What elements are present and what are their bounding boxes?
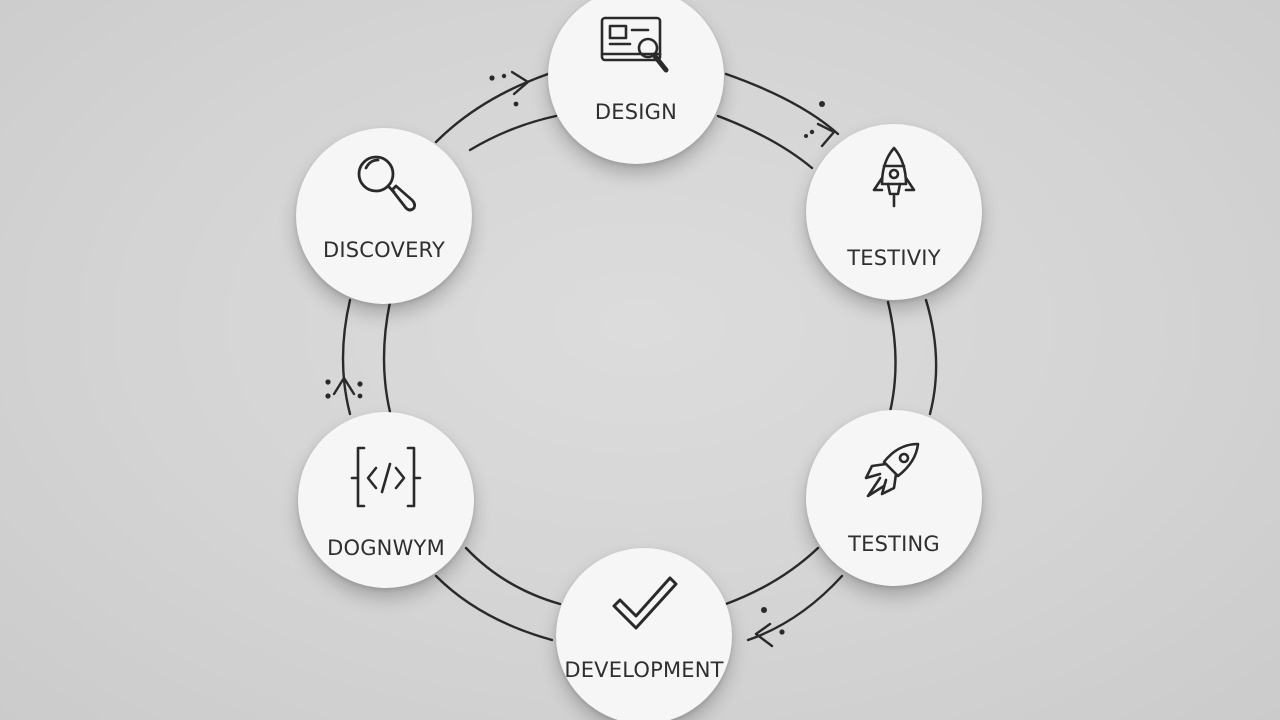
arrow-head-top-left <box>510 70 530 96</box>
rocket-icon <box>854 144 934 214</box>
node-label: DISCOVERY <box>322 238 446 262</box>
node-discovery: DISCOVERY <box>296 128 472 304</box>
node-code: DOGNWYM <box>298 412 474 588</box>
ring-inner-top-left <box>468 114 558 152</box>
ring-outer-top-right <box>724 72 840 136</box>
ring-outer-bottom-left <box>434 574 554 642</box>
arrow-head-left <box>332 376 356 396</box>
node-label: DEVELOPMENT <box>564 658 724 682</box>
arrow-head-top-right <box>816 122 836 148</box>
ring-inner-right <box>886 300 897 414</box>
code-brackets-icon <box>346 442 426 512</box>
magnifying-glass-icon <box>344 148 424 218</box>
ring-inner-bottom-left <box>464 546 562 606</box>
ring-inner-left <box>382 300 392 414</box>
node-label: TESTING <box>848 532 940 556</box>
node-label: TESTIVIY <box>847 246 941 270</box>
arrow-head-bottom-right <box>754 622 774 648</box>
checkmark-icon <box>604 568 684 638</box>
ui-card-magnifier-icon <box>596 10 676 80</box>
node-testing-top: TESTIVIY <box>806 124 982 300</box>
ring-outer-top-left <box>434 72 550 144</box>
node-design: DESIGN <box>548 0 724 164</box>
ring-outer-left <box>341 298 352 416</box>
ring-outer-right <box>924 298 938 416</box>
rocket-launch-icon <box>854 438 934 508</box>
node-label: DOGNWYM <box>327 536 445 560</box>
node-development: DEVELOPMENT <box>556 548 732 720</box>
node-testing: TESTING <box>806 410 982 586</box>
node-label: DESIGN <box>594 100 678 124</box>
ring-inner-bottom-right <box>724 546 820 606</box>
ring-inner-top-right <box>716 114 814 170</box>
